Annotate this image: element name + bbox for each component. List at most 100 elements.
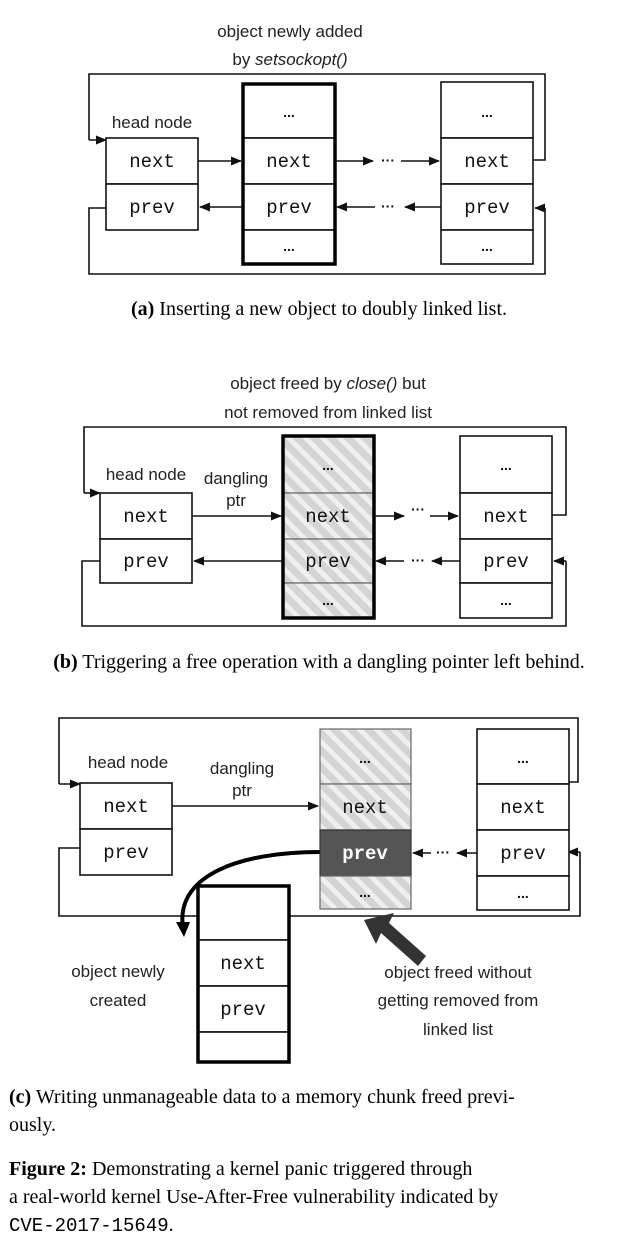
panel-a-tail-prev-cell — [440, 183, 534, 231]
panel-a-tail-top-dots: ... — [481, 104, 493, 120]
panel-a-head-next-text: next — [129, 151, 175, 173]
panel-b-head-next-cell — [99, 492, 193, 540]
panel-b-tail-next-text: next — [483, 506, 529, 528]
panel-b-freed-bottom-dots: ... — [322, 592, 334, 608]
panel-b-top-loop-line — [83, 426, 567, 516]
panel-c-caption-line2: ously. — [9, 1114, 56, 1136]
panel-c-tail-bottom-cell — [476, 875, 570, 911]
panel-c-head-prev-text: prev — [103, 842, 149, 864]
panel-b-head-next-text: next — [123, 506, 169, 528]
figure-caption-line1: Figure 2: Demonstrating a kernel panic t… — [9, 1158, 472, 1180]
figure-caption: Figure 2: Demonstrating a kernel panic t… — [9, 1158, 498, 1237]
panel-c-prev-between-dots: ··· — [436, 844, 450, 860]
panel-b-caption: (b) Triggering a free operation with a d… — [53, 651, 585, 673]
panel-c-freed-next-cell — [319, 783, 412, 831]
panel-b-tail-prev-cell — [459, 538, 553, 584]
panel-a-head-next-cell — [105, 137, 199, 185]
panel-c-tail-prev-text: prev — [500, 843, 546, 865]
panel-b-head-label: head node — [106, 465, 186, 484]
panel-c-new-top-cell — [197, 885, 290, 941]
panel-c-new-next-cell — [197, 939, 290, 987]
panel-a-tail-bottom-cell — [440, 229, 534, 265]
panel-c-freed-top-dots: ... — [359, 750, 371, 766]
panel-c-top-loop-line — [58, 717, 579, 784]
panel-b-tail-bottom-dots: ... — [500, 592, 512, 608]
panel-c-freed-prev-text: prev — [342, 843, 388, 865]
panel-b: object freed by close() but not removed … — [53, 374, 585, 673]
panel-a-new-next-text: next — [266, 151, 312, 173]
panel-c-head-next-cell — [79, 782, 173, 830]
panel-a-new-prev-text: prev — [266, 197, 312, 219]
panel-a-head-prev-cell — [105, 183, 199, 231]
panel-c-caption-line1: (c) Writing unmanageable data to a memor… — [9, 1086, 515, 1108]
panel-a-prev-between-dots: ··· — [381, 198, 395, 214]
panel-a-tail-next-cell — [440, 137, 534, 185]
panel-b-head-prev-text: prev — [123, 551, 169, 573]
panel-c-freed-bottom-dots: ... — [359, 884, 371, 900]
panel-a-caption: (a) Inserting a new object to doubly lin… — [131, 298, 507, 320]
panel-a-tail-top-cell — [440, 81, 534, 139]
panel-c-realloc-arrowhead — [176, 922, 190, 937]
panel-b-dangling-line1: dangling — [204, 469, 268, 488]
panel-a-next-between-dots: ··· — [381, 152, 395, 168]
panel-c-tail-prev-cell — [476, 829, 570, 877]
panel-b-tail-next-cell — [459, 492, 553, 540]
panel-b-bottom-loop-line — [81, 560, 567, 627]
panel-c-new-obj-line1: object newly — [71, 962, 165, 981]
panel-c-freed-line1: object freed without — [384, 963, 532, 982]
panel-b-annotation-line2: not removed from linked list — [224, 403, 432, 422]
panel-a-bottom-loop-line — [88, 207, 546, 275]
panel-a-head-label: head node — [112, 113, 192, 132]
figure-caption-line3: CVE-2017-15649. — [9, 1214, 174, 1237]
panel-a-new-bottom-dots: ... — [283, 238, 295, 254]
panel-b-tail-bottom-cell — [459, 582, 553, 619]
panel-b-freed-top-dots: ... — [322, 457, 334, 473]
panel-b-head-prev-cell — [99, 538, 193, 584]
panel-a-top-loop-line — [88, 73, 546, 161]
panel-b-tail-top-cell — [459, 435, 553, 494]
figure-caption-line2: a real-world kernel Use-After-Free vulne… — [9, 1186, 498, 1208]
panel-c-dangling-line1: dangling — [210, 759, 274, 778]
panel-a-tail-next-text: next — [464, 151, 510, 173]
panel-b-tail-top-dots: ... — [500, 457, 512, 473]
panel-c-new-next-text: next — [220, 953, 266, 975]
panel-a-tail-prev-text: prev — [464, 197, 510, 219]
panel-a-annotation-line1: object newly added — [217, 22, 363, 41]
panel-c-head-prev-cell — [79, 828, 173, 876]
panel-b-freed-next-cell — [282, 492, 375, 540]
panel-c-dangling-line2: ptr — [232, 781, 252, 800]
panel-c: head node dangling ptr next prev ... nex… — [9, 717, 581, 1136]
panel-b-prev-between-dots: ··· — [411, 552, 425, 568]
panel-c-new-prev-text: prev — [220, 999, 266, 1021]
panel-c-freed-line2: getting removed from — [378, 991, 539, 1010]
panel-c-freed-top-cell — [319, 728, 412, 785]
panel-a-new-top-dots: ... — [283, 104, 295, 120]
panel-c-new-obj-line2: created — [90, 991, 147, 1010]
panel-b-freed-object-border — [281, 434, 376, 620]
panel-b-tail-prev-text: prev — [483, 551, 529, 573]
panel-c-freed-line3: linked list — [423, 1020, 493, 1039]
panel-c-freed-bottom-cell — [319, 875, 412, 910]
panel-b-next-between-dots: ··· — [411, 501, 425, 517]
panel-c-tail-next-text: next — [500, 797, 546, 819]
panel-c-head-label: head node — [88, 753, 168, 772]
panel-b-freed-prev-text: prev — [305, 551, 351, 573]
panel-b-annotation-line1: object freed by close() but — [230, 374, 426, 393]
panel-b-freed-prev-cell — [282, 538, 375, 584]
panel-a-head-prev-text: prev — [129, 197, 175, 219]
panel-c-tail-top-dots: ... — [517, 750, 529, 766]
panel-c-bottom-loop-line — [58, 847, 581, 917]
panel-c-tail-bottom-dots: ... — [517, 885, 529, 901]
panel-c-new-bottom-cell — [197, 1031, 290, 1063]
panel-c-new-object-border — [196, 884, 291, 1064]
panel-c-freed-pointer-arrow — [364, 913, 426, 966]
panel-c-freed-next-text: next — [342, 797, 388, 819]
panel-a-tail-bottom-dots: ... — [481, 238, 493, 254]
panel-a-annotation-line2: by setsockopt() — [232, 50, 347, 69]
panel-c-head-next-text: next — [103, 796, 149, 818]
panel-a-new-object-border — [241, 82, 337, 266]
panel-c-realloc-curve — [180, 850, 321, 929]
panel-b-freed-next-text: next — [305, 506, 351, 528]
panel-a: object newly added by setsockopt() head … — [88, 22, 546, 320]
